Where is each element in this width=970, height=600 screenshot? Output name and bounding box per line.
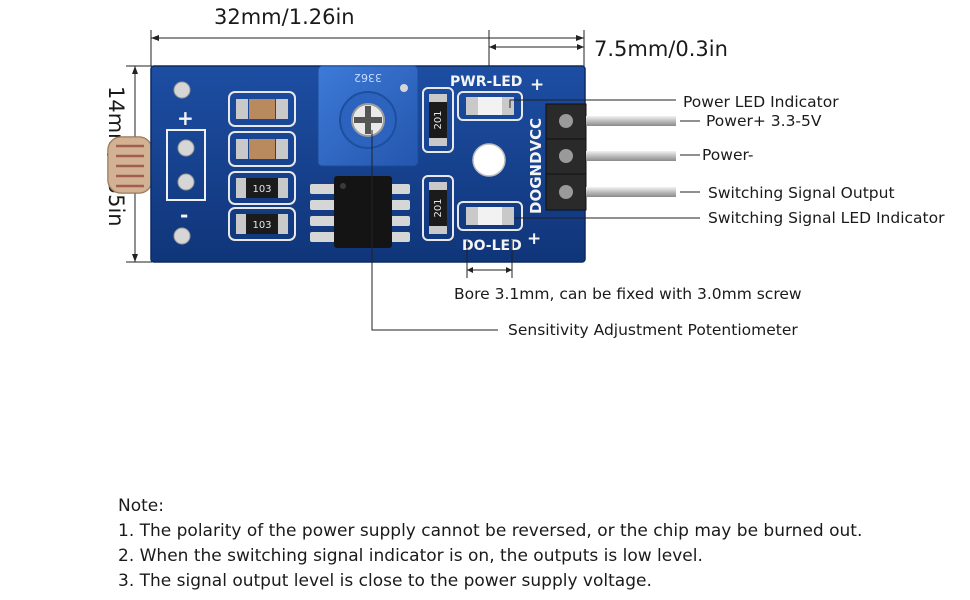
- comparator-chip: [310, 176, 410, 248]
- capacitor: [228, 91, 296, 127]
- resistor-value: 201: [433, 110, 444, 129]
- pin-gnd: [586, 151, 676, 161]
- do-led: DO-LED +: [457, 201, 541, 254]
- smd-resistor: 103: [228, 207, 296, 241]
- pwr-led-label: PWR-LED: [450, 74, 522, 90]
- callout-do: Switching Signal Output: [708, 184, 895, 202]
- resistor-201: 201: [422, 175, 454, 241]
- notes-block: Note: 1. The polarity of the power suppl…: [118, 494, 938, 594]
- width-dimension: 32mm/1.26in: [150, 5, 585, 66]
- pin-do: [586, 187, 676, 197]
- pwr-led-plus: +: [530, 75, 544, 95]
- callout-power-led: Power LED Indicator: [683, 93, 839, 111]
- callout-bore: Bore 3.1mm, can be fixed with 3.0mm scre…: [454, 285, 802, 303]
- pin-offset-dimension: 7.5mm/0.3in: [488, 30, 728, 150]
- mounting-bore: [472, 143, 506, 177]
- callout-gnd: Power-: [702, 146, 753, 164]
- pin-offset-dimension-label: 7.5mm/0.3in: [594, 37, 728, 61]
- width-dimension-label: 32mm/1.26in: [214, 5, 355, 29]
- callout-do-led: Switching Signal LED Indicator: [708, 209, 945, 227]
- pcb-board: + - 103 103: [150, 65, 676, 263]
- smd-resistor-value: 103: [252, 184, 271, 195]
- potentiometer-marking: 3362: [354, 71, 382, 84]
- callout-pot: Sensitivity Adjustment Potentiometer: [508, 321, 798, 339]
- callout-vcc: Power+ 3.3-5V: [706, 112, 822, 130]
- corner-pad: [173, 81, 191, 99]
- resistor-201: 201: [422, 87, 454, 153]
- resistor-value: 201: [433, 198, 444, 217]
- note-item: 1. The polarity of the power supply cann…: [118, 521, 863, 541]
- note-item: 2. When the switching signal indicator i…: [118, 546, 703, 566]
- do-led-label: DO-LED: [462, 238, 522, 254]
- notes-title: Note:: [118, 496, 164, 516]
- smd-resistor-value: 103: [252, 220, 271, 231]
- do-led-plus: +: [527, 229, 541, 249]
- silk-plus: +: [177, 106, 194, 130]
- pin-header: [545, 103, 587, 211]
- note-item: 3. The signal output level is close to t…: [118, 571, 652, 591]
- callout-lines: [371, 99, 700, 331]
- capacitor: [228, 131, 296, 167]
- corner-pad: [173, 227, 191, 245]
- silk-minus: -: [180, 203, 188, 227]
- sensitivity-potentiometer: 3362: [317, 65, 419, 167]
- power-led: PWR-LED +: [450, 74, 544, 121]
- pin-labels: DOGNDVCC: [527, 118, 545, 214]
- smd-resistor: 103: [228, 171, 296, 205]
- pin-vcc: [586, 116, 676, 126]
